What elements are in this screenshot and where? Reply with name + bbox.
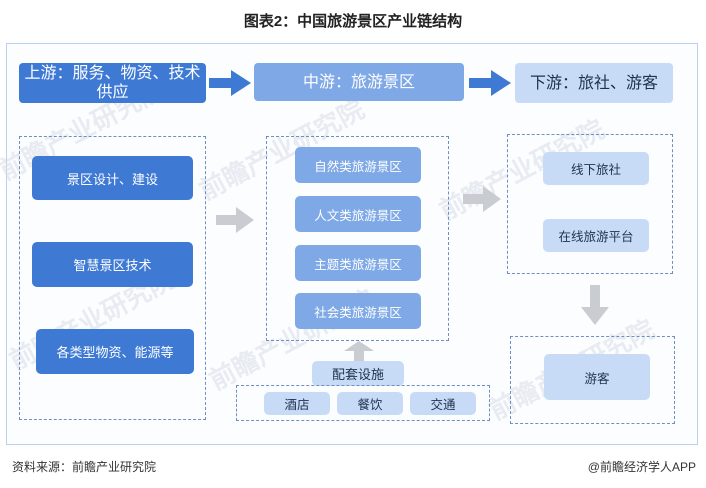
downstream-header: 下游：旅社、游客 bbox=[515, 63, 673, 103]
arrow-gray-down bbox=[581, 285, 609, 325]
facility-item: 酒店 bbox=[264, 392, 330, 415]
upstream-group bbox=[19, 136, 206, 420]
upstream-item: 景区设计、建设 bbox=[32, 156, 193, 200]
upstream-item: 智慧景区技术 bbox=[32, 242, 193, 287]
upstream-item: 各类型物资、能源等 bbox=[36, 329, 194, 374]
midstream-header: 中游：旅游景区 bbox=[254, 63, 464, 101]
source-note: 资料来源：前瞻产业研究院 bbox=[12, 460, 157, 474]
midstream-item: 自然类旅游景区 bbox=[295, 147, 421, 183]
arrow-midstream-to-downstream bbox=[469, 70, 511, 96]
facilities-group bbox=[236, 385, 490, 421]
tourist-group bbox=[510, 336, 675, 424]
tourist-item: 游客 bbox=[544, 354, 650, 400]
arrow-gray-up bbox=[344, 341, 374, 361]
midstream-item: 人文类旅游景区 bbox=[295, 196, 421, 232]
brand-credit: @前瞻经济学人APP bbox=[587, 460, 696, 474]
arrow-gray-right bbox=[216, 207, 254, 233]
facility-item: 交通 bbox=[410, 392, 476, 415]
chart-title: 图表2：中国旅游景区产业链结构 bbox=[243, 13, 463, 30]
downstream-group bbox=[507, 134, 673, 274]
arrow-gray-right bbox=[463, 186, 501, 212]
downstream-item: 在线旅游平台 bbox=[543, 219, 649, 252]
facilities-label: 配套设施 bbox=[312, 361, 404, 386]
midstream-item: 社会类旅游景区 bbox=[295, 293, 421, 329]
arrow-upstream-to-midstream bbox=[209, 70, 251, 96]
midstream-item: 主题类旅游景区 bbox=[295, 245, 421, 281]
midstream-group bbox=[266, 136, 449, 341]
facility-item: 餐饮 bbox=[337, 392, 403, 415]
downstream-item: 线下旅社 bbox=[543, 152, 649, 185]
upstream-header: 上游：服务、物资、技术供应 bbox=[19, 63, 206, 103]
